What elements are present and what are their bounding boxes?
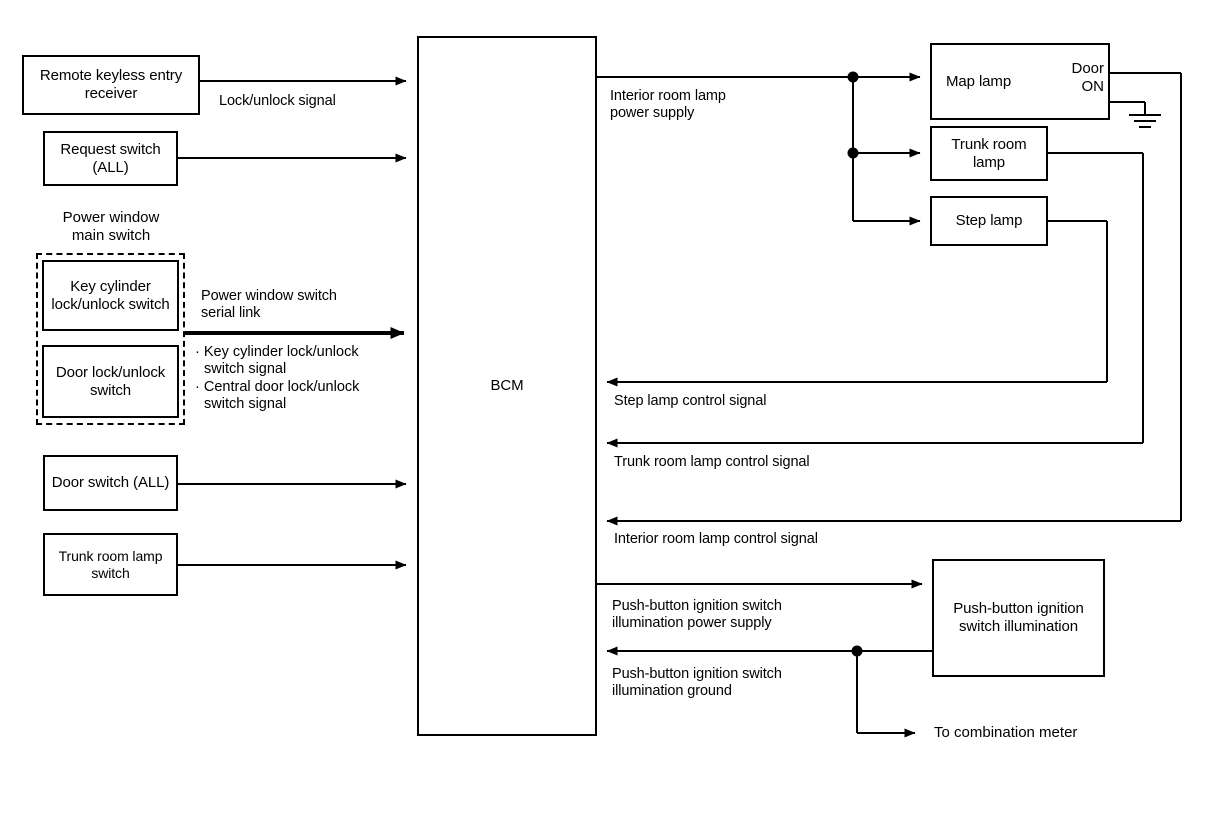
power-window-serial-link-label: Power window switch serial link <box>201 288 337 322</box>
junction-dot <box>847 71 859 83</box>
serial-link-signal-list: Key cylinder lock/unlock switch signal C… <box>195 344 360 414</box>
trunk-room-lamp-label: Trunk room lamp <box>951 135 1027 171</box>
trunk-room-lamp-box[interactable]: Trunk room lamp <box>930 126 1048 181</box>
push-button-ignition-switch-illumination-label: Push-button ignition switch illumination <box>953 600 1084 635</box>
remote-keyless-entry-receiver-label: Remote keyless entry receiver <box>39 67 183 102</box>
map-lamp-label: Map lamp <box>946 72 1012 90</box>
request-switch-box[interactable]: Request switch (ALL) <box>43 131 178 186</box>
trunk-room-lamp-control-signal-label: Trunk room lamp control signal <box>614 454 810 470</box>
map-lamp-terminals-label: Door ON <box>1071 60 1104 95</box>
door-switch-label: Door switch (ALL) <box>51 474 170 492</box>
serial-link-item-key-cylinder: Key cylinder lock/unlock switch signal <box>195 344 359 379</box>
door-lock-unlock-switch-label: Door lock/unlock switch <box>55 363 166 399</box>
trunk-room-lamp-switch-box[interactable]: Trunk room lamp switch <box>43 533 178 596</box>
serial-link-item-central-door: Central door lock/unlock switch signal <box>195 379 360 414</box>
step-lamp-label: Step lamp <box>955 212 1023 230</box>
junction-dot <box>847 147 859 159</box>
junction-dot <box>851 645 863 657</box>
to-combination-meter-label: To combination meter <box>934 724 1078 741</box>
ignition-illumination-ground-label: Push-button ignition switch illumination… <box>612 666 782 700</box>
door-lock-unlock-switch-box[interactable]: Door lock/unlock switch <box>42 345 179 418</box>
trunk-room-lamp-switch-label: Trunk room lamp switch <box>58 547 163 581</box>
map-lamp-box[interactable]: Map lamp <box>930 43 1110 120</box>
step-lamp-control-signal-label: Step lamp control signal <box>614 393 767 409</box>
door-switch-box[interactable]: Door switch (ALL) <box>43 455 178 511</box>
interior-room-lamp-power-supply-label: Interior room lamp power supply <box>610 88 726 122</box>
ignition-illumination-power-supply-label: Push-button ignition switch illumination… <box>612 598 782 632</box>
lock-unlock-signal-label: Lock/unlock signal <box>219 93 336 109</box>
junction-dots <box>847 71 863 657</box>
remote-keyless-entry-receiver-box[interactable]: Remote keyless entry receiver <box>22 55 200 115</box>
push-button-ignition-switch-illumination-box[interactable]: Push-button ignition switch illumination <box>932 559 1105 677</box>
request-switch-label: Request switch (ALL) <box>60 140 161 176</box>
key-cylinder-lock-unlock-switch-box[interactable]: Key cylinder lock/unlock switch <box>42 260 179 331</box>
bcm-label: BCM <box>490 377 524 395</box>
key-cylinder-lock-unlock-switch-label: Key cylinder lock/unlock switch <box>51 277 170 313</box>
power-window-main-switch-caption: Power window main switch <box>62 209 160 244</box>
power-window-main-switch-group <box>36 253 185 425</box>
bcm-box[interactable]: BCM <box>417 36 597 736</box>
step-lamp-box[interactable]: Step lamp <box>930 196 1048 246</box>
interior-room-lamp-control-signal-label: Interior room lamp control signal <box>614 531 818 547</box>
